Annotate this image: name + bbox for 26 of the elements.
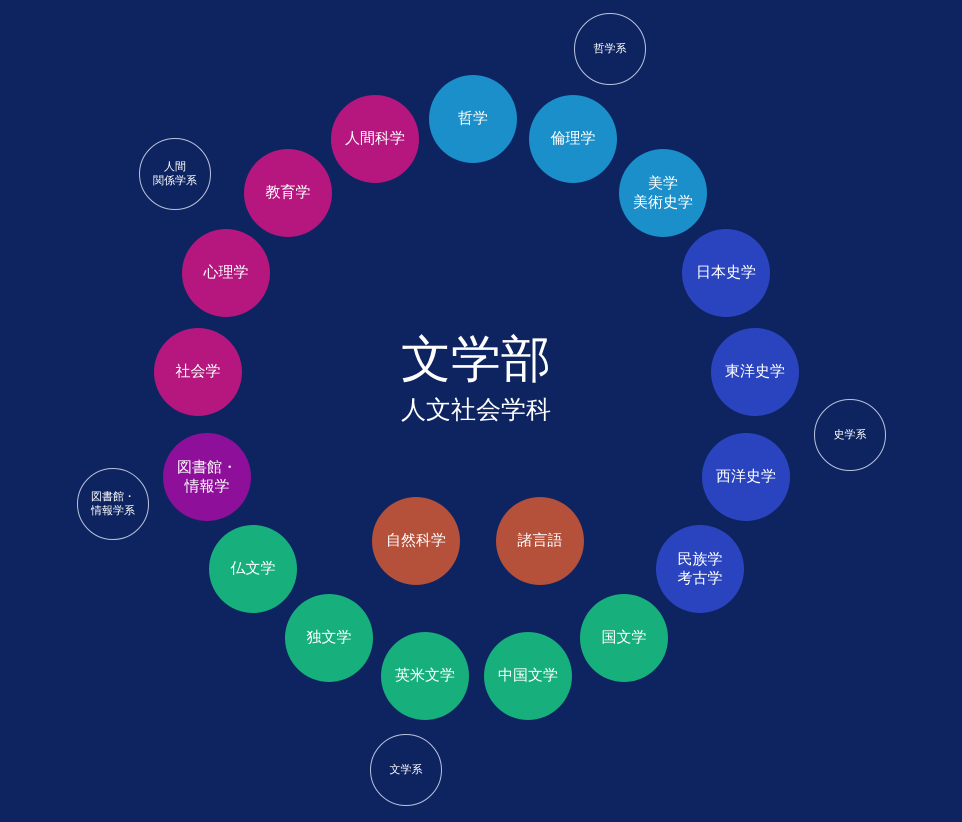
subject-circle: 教育学	[244, 149, 332, 237]
subject-circle: 哲学	[429, 75, 517, 163]
subject-circle: 社会学	[154, 328, 242, 416]
subject-circle: 図書館・情報学	[163, 433, 251, 521]
subject-circle: 民族学考古学	[656, 525, 744, 613]
subject-circle: 自然科学	[372, 497, 460, 585]
title: 文学部	[400, 334, 552, 384]
subject-circle: 仏文学	[209, 525, 297, 613]
category-circle: 史学系	[814, 399, 886, 471]
subject-circle: 西洋史学	[702, 433, 790, 521]
category-circle: 哲学系	[574, 13, 646, 85]
subject-circle: 東洋史学	[711, 328, 799, 416]
subject-circle: 諸言語	[496, 497, 584, 585]
subject-circle: 倫理学	[529, 95, 617, 183]
category-circle: 人間関係学系	[139, 138, 211, 210]
subject-circle: 人間科学	[331, 95, 419, 183]
subject-circle: 日本史学	[682, 229, 770, 317]
category-circle: 文学系	[370, 734, 442, 806]
subject-circle: 心理学	[182, 229, 270, 317]
subject-circle: 国文学	[580, 594, 668, 682]
category-circle: 図書館・情報学系	[77, 468, 149, 540]
subject-circle: 美学美術史学	[619, 149, 707, 237]
subtitle: 人文社会学科	[400, 396, 552, 424]
subject-circle: 独文学	[285, 594, 373, 682]
subject-circle: 英米文学	[381, 632, 469, 720]
subject-circle: 中国文学	[484, 632, 572, 720]
